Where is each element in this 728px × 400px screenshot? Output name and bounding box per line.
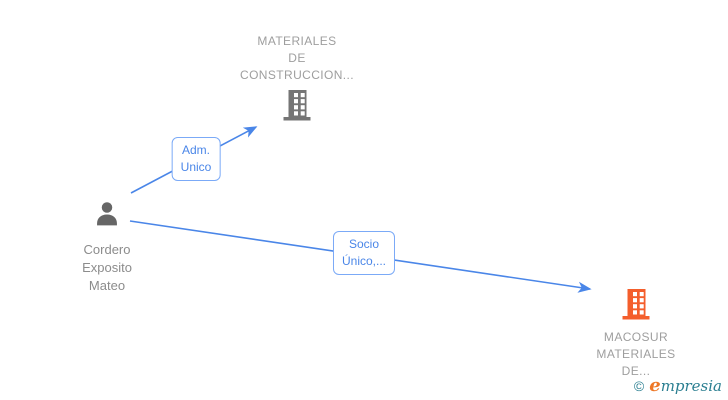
building-icon [619,287,653,321]
company-name-line: CONSTRUCCION... [240,68,354,82]
copyright-icon: © [633,378,645,394]
person-name-line: Exposito [82,260,132,275]
edge-label-line: Socio [348,237,380,251]
company-node-materiales[interactable]: MATERIALES DE CONSTRUCCION... [217,33,377,127]
edge-label-socio-unico: Socio Único,... [332,231,396,275]
edge-label-adm-unico: Adm. Unico [171,137,221,181]
company-name-line: MATERIALES [596,347,676,361]
person-name-line: Mateo [88,278,126,293]
company-name-line: DE [288,51,306,65]
company-name-line: DE... [621,364,651,378]
person-name-line: Cordero [83,242,131,257]
company-name-line: MACOSUR [603,330,669,344]
edge-label-line: Único,... [341,254,387,268]
edge-label-line: Adm. [181,143,210,157]
empresia-logo: empresia [649,375,722,396]
company-name-line: MATERIALES [257,34,337,48]
edge-label-line: Unico [180,160,212,174]
company-node-macosur[interactable]: MACOSUR MATERIALES DE... [556,287,716,380]
building-icon [280,88,314,122]
empresia-watermark[interactable]: © empresia [634,375,722,396]
person-icon [92,200,122,230]
person-node-cordero[interactable]: Cordero Exposito Mateo [47,200,167,295]
